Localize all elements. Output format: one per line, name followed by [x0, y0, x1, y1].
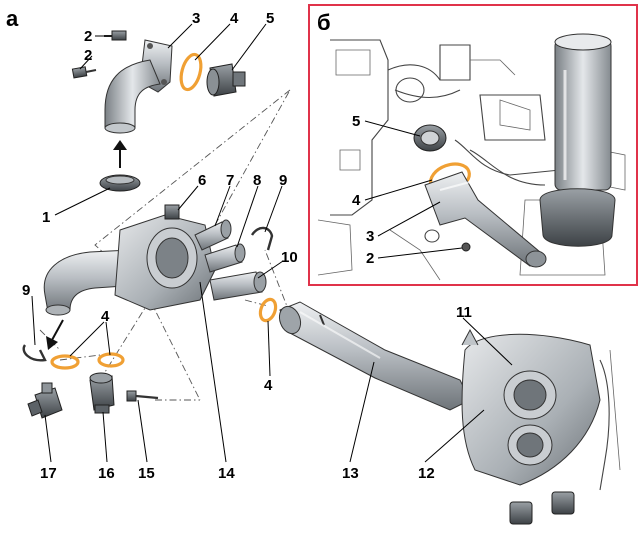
label-9-right: 9	[279, 172, 287, 189]
label-3: 3	[192, 10, 200, 27]
inset-label-4: 4	[352, 192, 361, 209]
plugs	[509, 491, 575, 525]
panel-label-a: а	[6, 6, 19, 31]
bolt-2-lower	[71, 66, 97, 79]
label-1: 1	[42, 209, 50, 226]
assembly-arrow-down	[46, 319, 64, 350]
bolt-15	[126, 390, 159, 402]
label-8: 8	[253, 172, 261, 189]
water-pump-housing-11	[461, 328, 621, 491]
seal-ring-4-lower-b	[97, 352, 125, 368]
label-7: 7	[226, 172, 234, 189]
label-5: 5	[266, 10, 274, 27]
coolant-pipe-13	[278, 301, 471, 411]
upper-thermostat-cover-elbow	[104, 39, 173, 134]
inset-bolt	[461, 242, 471, 252]
panel-label-b: б	[317, 10, 331, 35]
seal-ring-4-lower-a	[50, 354, 80, 370]
leader-lines	[31, 23, 513, 463]
label-12: 12	[418, 465, 435, 482]
inset-panel-b: б	[308, 4, 638, 286]
inset-thermostat	[413, 124, 447, 152]
spring-clip-9-left	[22, 344, 47, 362]
label-16: 16	[98, 465, 115, 482]
inset-label-5: 5	[352, 113, 360, 130]
label-11: 11	[456, 304, 472, 321]
hose-clamp-1	[99, 174, 141, 192]
assembly-arrow-up	[113, 140, 127, 168]
label-4-top: 4	[230, 10, 239, 27]
seal-ring-4-upper	[179, 52, 203, 92]
label-6: 6	[198, 172, 206, 189]
label-2-top: 2	[84, 28, 92, 45]
inset-engine-sketch	[317, 39, 626, 281]
inset-thermostat-cover	[424, 171, 547, 268]
label-4-lower: 4	[101, 308, 110, 325]
spring-clip-9-right	[250, 226, 274, 251]
thermostat-5	[206, 63, 246, 97]
temperature-sensor-17	[27, 382, 63, 419]
label-4-right: 4	[264, 377, 273, 394]
label-13: 13	[342, 465, 359, 482]
label-10: 10	[281, 249, 298, 266]
inset-filter-canister	[539, 33, 616, 247]
label-14: 14	[218, 465, 235, 482]
label-17: 17	[40, 465, 57, 482]
assembly-guide-lines	[39, 89, 471, 401]
thermostat-housing-14	[43, 204, 267, 316]
inset-label-2: 2	[366, 250, 374, 267]
label-2-mid: 2	[84, 47, 92, 64]
sensor-16	[89, 372, 115, 414]
inset-label-3: 3	[366, 228, 374, 245]
label-15: 15	[138, 465, 155, 482]
seal-ring-4-right	[258, 297, 278, 323]
label-9-left: 9	[22, 282, 30, 299]
